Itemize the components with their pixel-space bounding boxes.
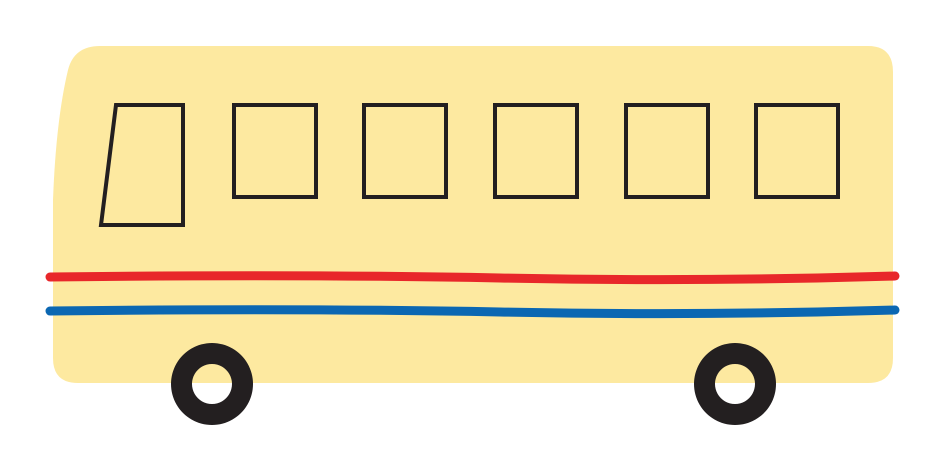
bus-body [53,46,893,383]
front-wheel [171,343,254,425]
front-window [98,103,185,227]
rear-wheel [694,343,777,425]
window [624,103,710,199]
windows [98,103,840,227]
red-stripe [45,271,900,285]
window [493,103,579,199]
window [362,103,448,199]
window [754,103,840,199]
window [232,103,318,199]
blue-stripe [45,305,900,319]
wheels [171,343,777,425]
